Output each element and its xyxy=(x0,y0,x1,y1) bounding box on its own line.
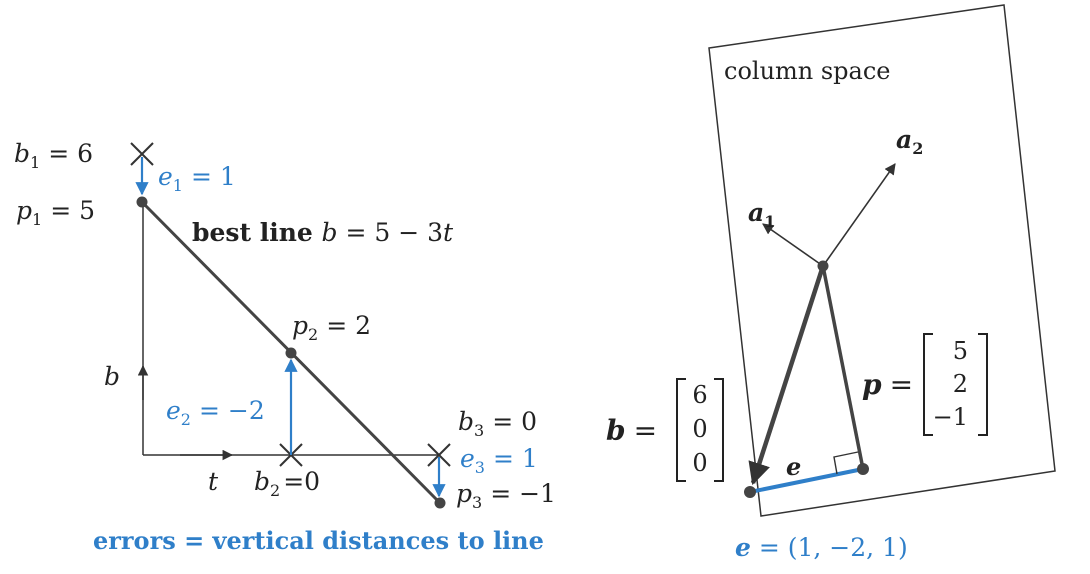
caption-e-vector: e = (1, −2, 1) xyxy=(735,533,908,562)
label-t-axis: t xyxy=(208,467,219,496)
label-p3: p3= −1 xyxy=(456,479,556,512)
b-vector-entry-1: 6 xyxy=(692,381,707,409)
vector-a2 xyxy=(822,163,896,267)
point-b-end xyxy=(744,486,756,498)
b-vector-entry-3: 0 xyxy=(692,449,707,477)
vector-a1 xyxy=(762,223,824,267)
label-e: e xyxy=(786,452,801,481)
label-b3: b3= 0 xyxy=(458,407,537,440)
p-vector-entry-3: −1 xyxy=(933,403,968,431)
left-panel: b1= 6 p1= 5 e1= 1 best line b = 5 − 3t p… xyxy=(14,139,556,555)
vector-b xyxy=(748,265,826,486)
error-vector-e xyxy=(749,467,864,494)
label-best-line: best line b = 5 − 3t xyxy=(192,218,454,247)
label-b2: b2=0 xyxy=(254,467,320,500)
caption-errors: errors = vertical distances to line xyxy=(93,526,544,555)
origin-point xyxy=(817,260,829,272)
p-vector-entry-1: 5 xyxy=(953,337,968,365)
b-vector-brackets xyxy=(676,378,724,482)
label-e3: e3= 1 xyxy=(460,444,538,477)
right-panel: column space a1 a2 e p= 5 2 −1 xyxy=(606,4,1056,562)
column-space-plane xyxy=(708,4,1056,517)
label-b-axis: b xyxy=(104,362,120,391)
label-e1: e1= 1 xyxy=(158,162,236,195)
b-vector-entry-2: 0 xyxy=(692,415,707,443)
data-point-b1 xyxy=(130,142,154,166)
p-vector-entry-2: 2 xyxy=(953,370,968,398)
p-vector-brackets xyxy=(923,333,988,436)
point-p-end xyxy=(857,463,869,475)
label-a2: a2 xyxy=(896,125,923,158)
label-b-vector: b= xyxy=(606,414,657,447)
label-p1: p1= 5 xyxy=(16,196,95,229)
label-column-space: column space xyxy=(724,57,891,85)
projection-point-p3 xyxy=(434,497,446,509)
label-p2: p2= 2 xyxy=(292,311,371,344)
label-b1: b1= 6 xyxy=(14,139,93,172)
data-point-b3 xyxy=(427,443,451,467)
label-a1: a1 xyxy=(748,198,775,231)
projection-point-p1 xyxy=(136,196,148,208)
right-angle-mark xyxy=(833,451,859,475)
vector-p xyxy=(821,265,865,470)
projection-point-p2 xyxy=(285,347,297,359)
label-e2: e2= −2 xyxy=(166,396,265,429)
label-p-vector: p= xyxy=(862,368,913,401)
